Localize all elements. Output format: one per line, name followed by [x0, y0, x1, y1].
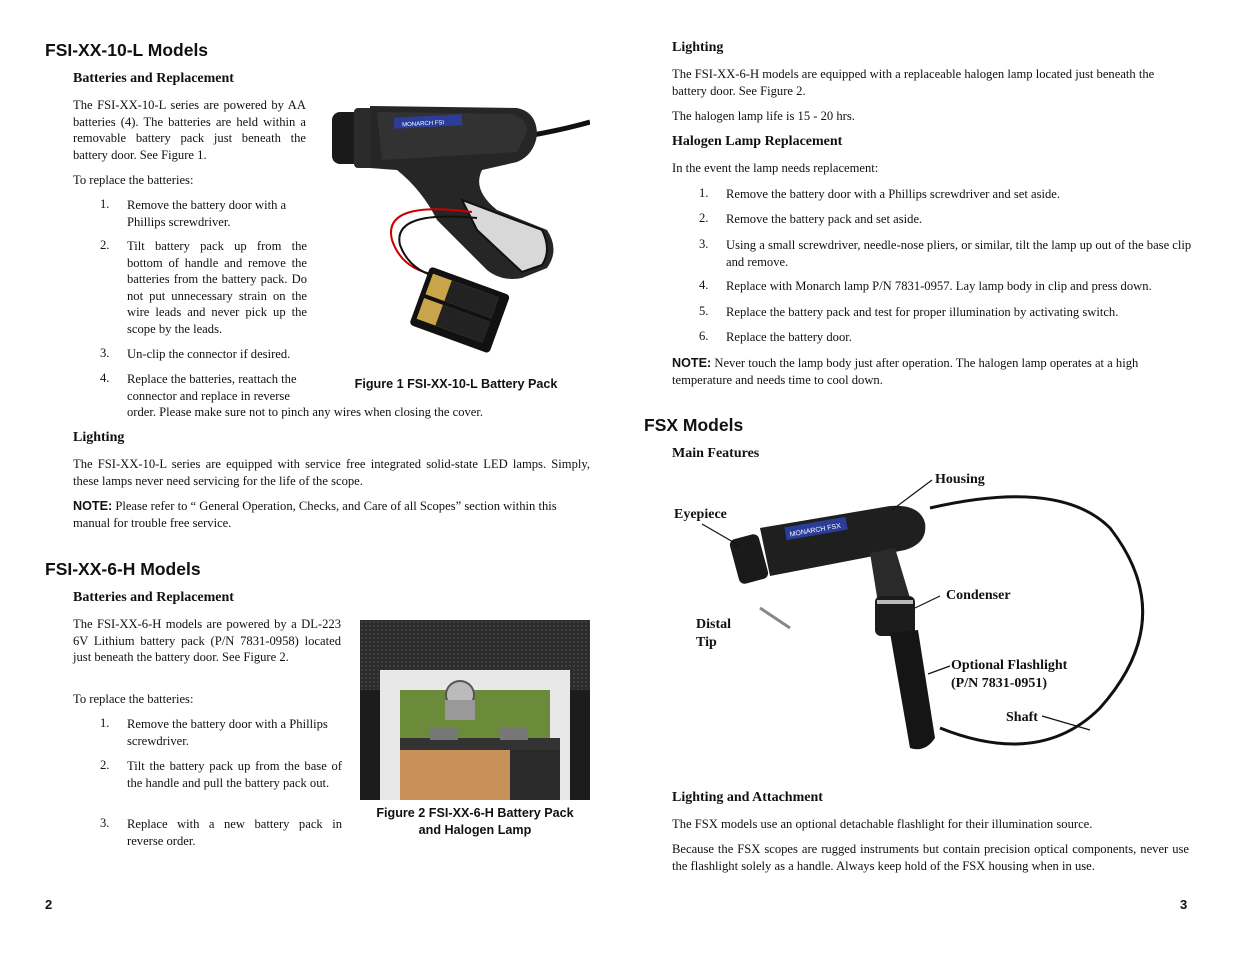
figure-2-caption-line-2: and Halogen Lamp [418, 823, 532, 837]
fsx-diagram: MONARCH FSX [660, 468, 1200, 768]
lighting-heading: Lighting [73, 430, 125, 445]
intro-paragraph: The FSI-XX-6-H models are powered by a D… [73, 617, 341, 664]
section-title-fsi-6-h: FSI-XX-6-H Models [45, 559, 201, 579]
note-label: NOTE: [73, 499, 113, 513]
step-text: Replace the batteries, reattach the conn… [127, 372, 297, 403]
label-distal-line-1: Distal [696, 617, 731, 632]
step-number: 2. [100, 238, 110, 252]
step-number: 6. [699, 329, 709, 343]
step-number: 5. [699, 304, 709, 318]
step-number: 4. [100, 371, 110, 385]
section-title-fsi-10-l: FSI-XX-10-L Models [45, 40, 209, 60]
step-number: 2. [100, 758, 110, 772]
section-title-fsx: FSX Models [644, 415, 744, 435]
attachment-paragraph-1: The FSX models use an optional detachabl… [672, 817, 1093, 831]
lighting-paragraph: The FSI-XX-10-L series are equipped with… [73, 457, 590, 488]
main-features-heading: Main Features [672, 446, 760, 461]
label-distal-line-2: Tip [696, 635, 717, 650]
page-number-right: 3 [1180, 897, 1188, 912]
figure-2-caption-line-1: Figure 2 FSI-XX-6-H Battery Pack [376, 806, 574, 820]
step-text: Remove the battery door with a Phillips … [127, 717, 328, 748]
step-text-continued: order. Please make sure not to pinch any… [127, 405, 484, 419]
figure-2-image [360, 620, 590, 800]
step-number: 1. [100, 197, 110, 211]
step-text: Replace with Monarch lamp P/N 7831-0957.… [726, 279, 1152, 293]
attachment-paragraph-2: Because the FSX scopes are rugged instru… [672, 842, 1189, 873]
note-text: Never touch the lamp body just after ope… [672, 356, 1139, 387]
label-condenser: Condenser [946, 588, 1011, 603]
attachment-heading: Lighting and Attachment [672, 790, 823, 805]
step-number: 3. [100, 816, 110, 830]
intro-paragraph: The FSI-XX-10-L series are powered by AA… [73, 98, 306, 162]
step-number: 2. [699, 211, 709, 225]
step-text: Using a small screwdriver, needle-nose p… [726, 238, 1192, 269]
label-flashlight-line-2: (P/N 7831-0951) [951, 676, 1048, 691]
note-paragraph: NOTE: Please refer to “ General Operatio… [73, 498, 593, 531]
note-text: Please refer to “ General Operation, Che… [73, 499, 557, 530]
step-number: 3. [100, 346, 110, 360]
step-text: Tilt battery pack up from the bottom of … [127, 239, 307, 336]
label-eyepiece: Eyepiece [674, 507, 727, 522]
note-label: NOTE: [672, 356, 712, 370]
lighting-paragraph: The FSI-XX-6-H models are equipped with … [672, 67, 1155, 98]
label-distal-tip: Distal Tip [696, 616, 731, 652]
lamp-life-text: The halogen lamp life is 15 - 20 hrs. [672, 109, 855, 123]
figure-1-image: MONARCH FSI [322, 100, 591, 372]
step-text: Tilt the battery pack up from the base o… [127, 759, 342, 790]
label-housing: Housing [935, 472, 985, 487]
step-number: 4. [699, 278, 709, 292]
page-number-left: 2 [45, 897, 53, 912]
step-text: Un-clip the connector if desired. [127, 347, 291, 361]
step-number: 1. [699, 186, 709, 200]
step-number: 3. [699, 237, 709, 251]
halogen-intro: In the event the lamp needs replacement: [672, 161, 879, 175]
step-text: Replace the battery door. [726, 330, 852, 344]
halogen-heading: Halogen Lamp Replacement [672, 134, 843, 149]
step-number: 1. [100, 716, 110, 730]
figure-2-caption: Figure 2 FSI-XX-6-H Battery Pack and Hal… [360, 805, 590, 839]
figure-1-caption: Figure 1 FSI-XX-10-L Battery Pack [354, 377, 558, 391]
label-flashlight-line-1: Optional Flashlight [951, 658, 1068, 673]
lighting-heading: Lighting [672, 40, 724, 55]
step-text: Replace the battery pack and test for pr… [726, 305, 1119, 319]
step-text: Remove the battery door with a Phillips … [127, 198, 287, 229]
note-paragraph: NOTE: Never touch the lamp body just aft… [672, 355, 1192, 388]
to-replace-text: To replace the batteries: [73, 173, 194, 187]
step-text: Remove the battery pack and set aside. [726, 212, 923, 226]
label-shaft: Shaft [1006, 710, 1038, 725]
batteries-heading: Batteries and Replacement [73, 590, 234, 605]
step-text: Remove the battery door with a Phillips … [726, 187, 1060, 201]
figure-logo: MONARCH FSI [402, 120, 445, 128]
label-optional-flashlight: Optional Flashlight (P/N 7831-0951) [951, 657, 1067, 693]
batteries-heading: Batteries and Replacement [73, 71, 234, 86]
step-text: Replace with a new battery pack in rever… [127, 817, 342, 848]
to-replace-text: To replace the batteries: [73, 692, 194, 706]
